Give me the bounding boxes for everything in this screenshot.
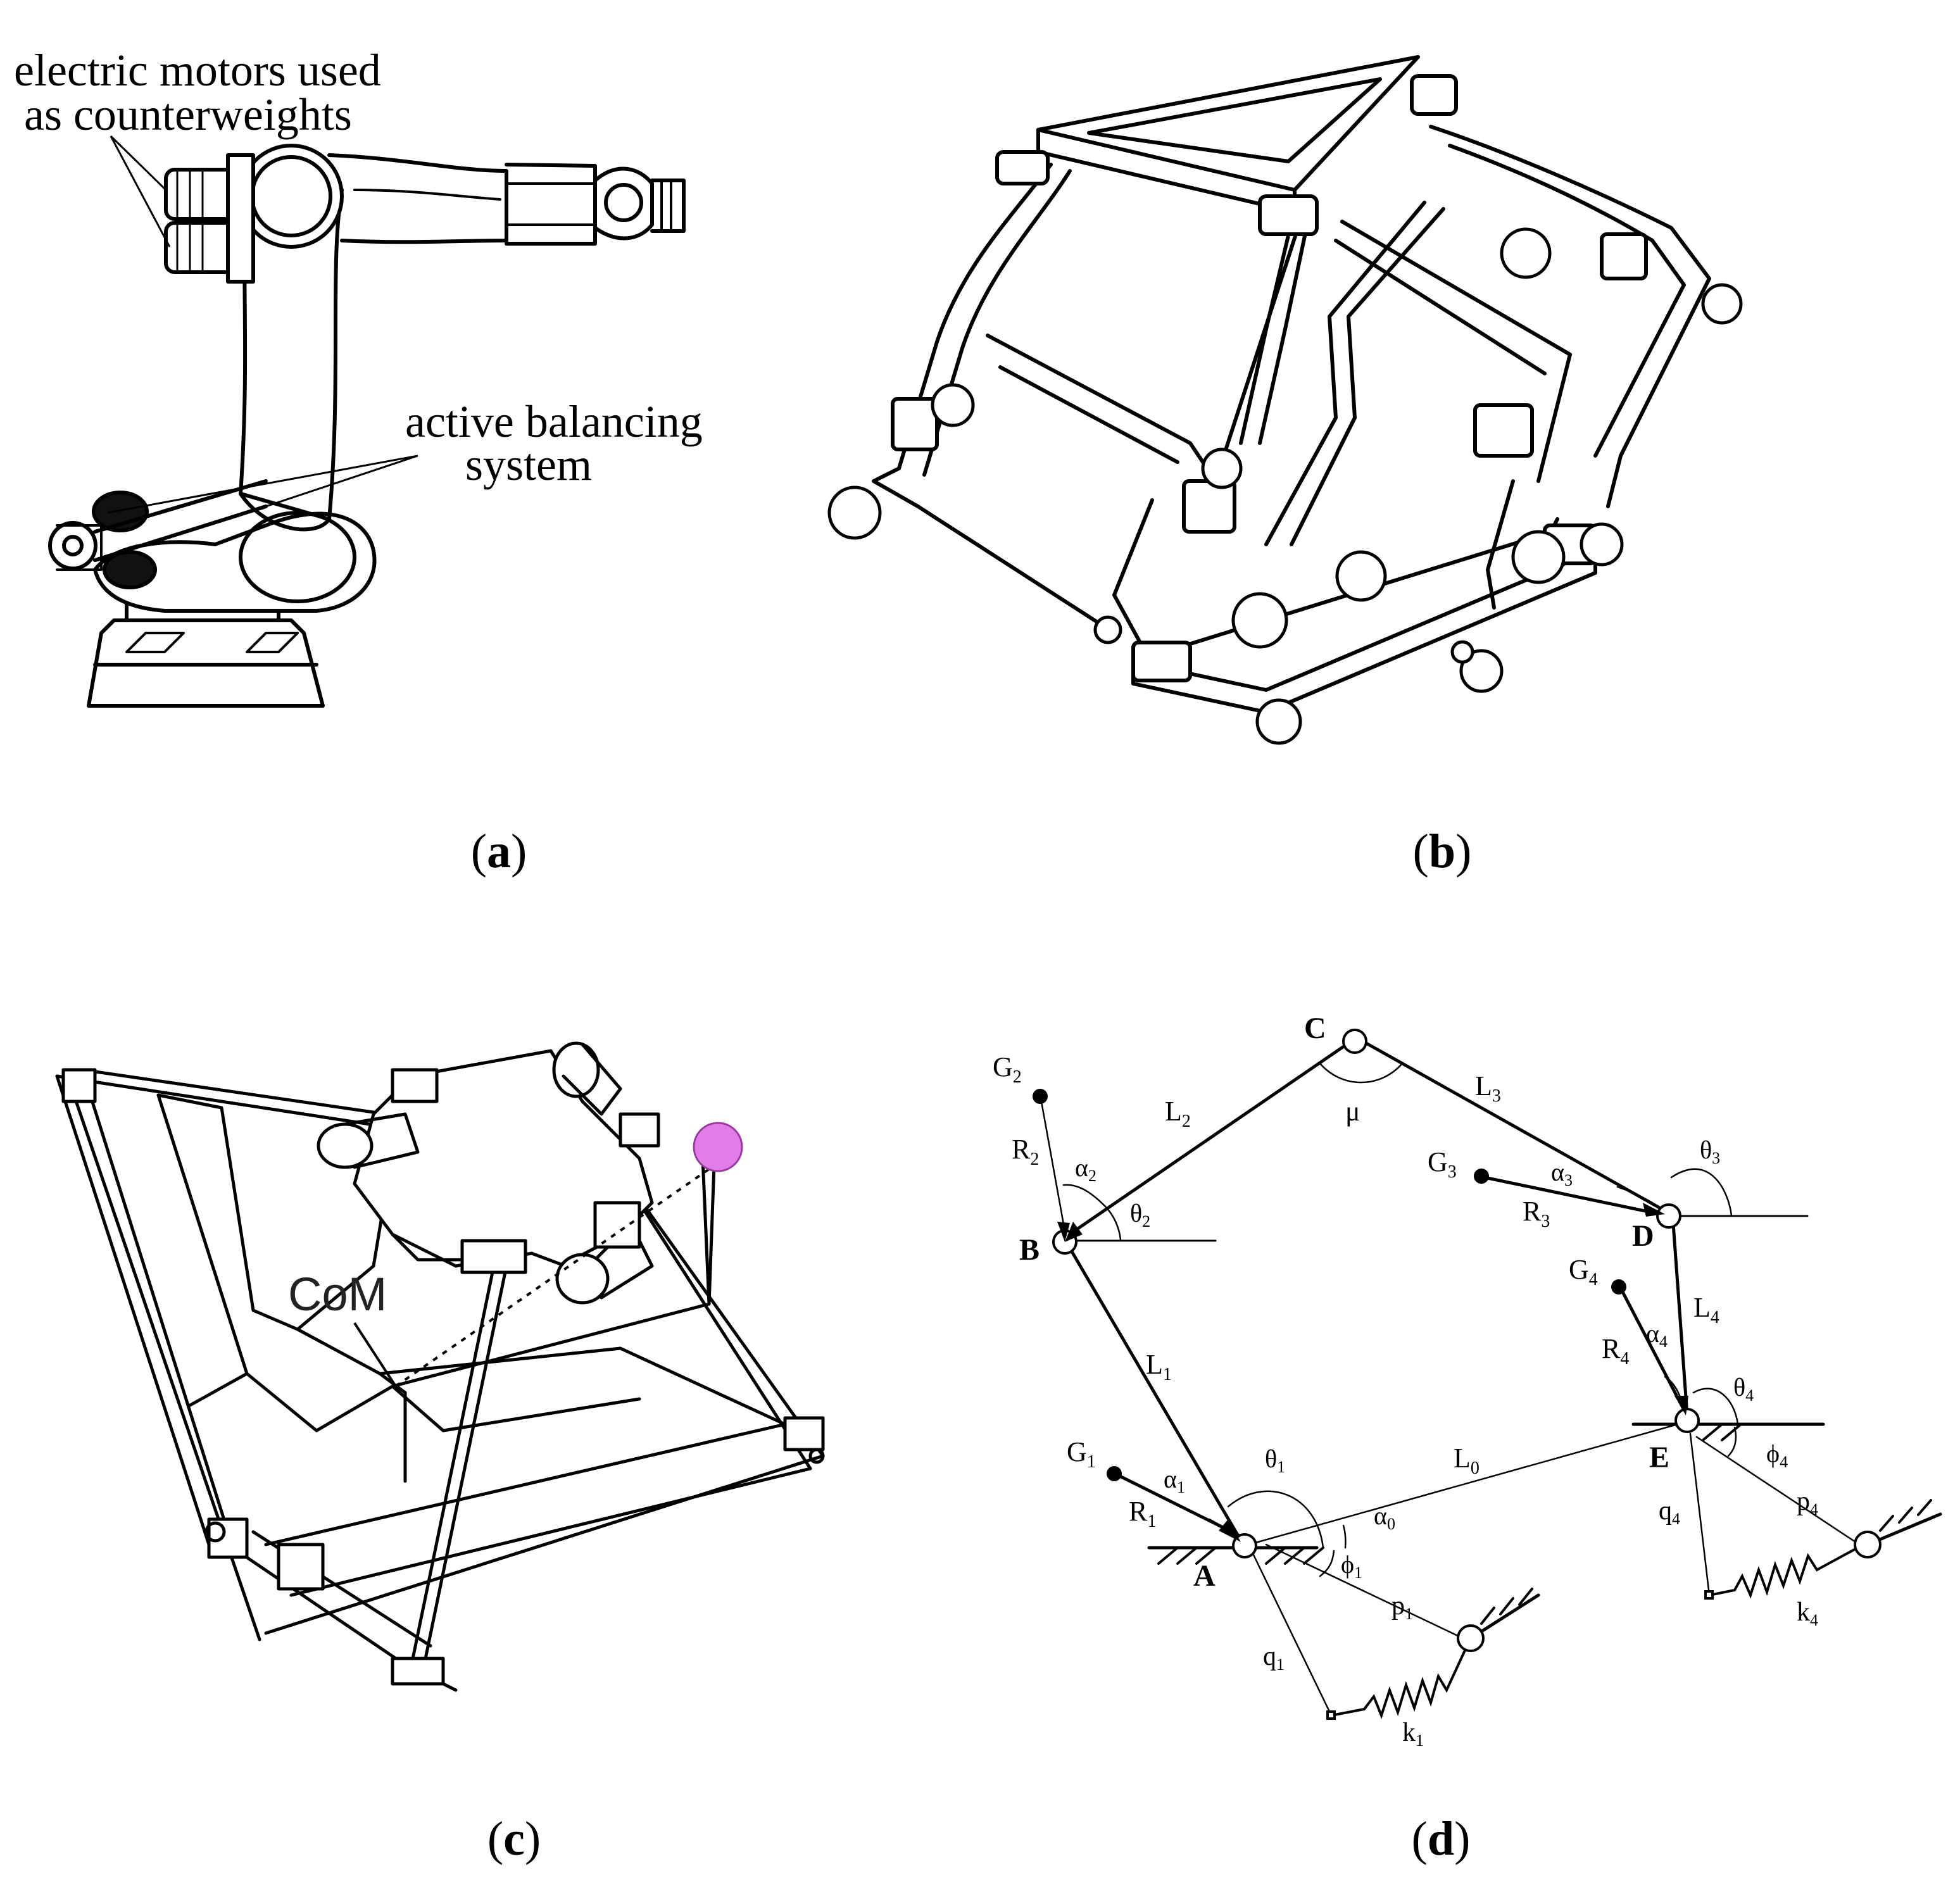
link-label-l2: L2 [1165, 1096, 1191, 1131]
angle-label-theta2: θ2 [1130, 1199, 1150, 1231]
point-label-c: C [1304, 1012, 1326, 1045]
point-label-a: A [1193, 1559, 1216, 1593]
point-label-e: E [1649, 1441, 1669, 1474]
angle-label-phi1: ϕ1 [1341, 1550, 1362, 1582]
radius-label-r4: R4 [1602, 1333, 1629, 1369]
panel-captions: (a) (b) (c) (d) [471, 825, 1472, 1865]
com-label: CoM [288, 1268, 387, 1320]
callout-balancing-line1: active balancing [405, 396, 703, 447]
mass-label-g4: G4 [1569, 1254, 1598, 1289]
radius-label-r2: R2 [1012, 1134, 1039, 1169]
spring-label-k4: k4 [1797, 1598, 1818, 1629]
caption-c: (c) [487, 1812, 541, 1865]
panel-a-robot-drawing [48, 144, 686, 708]
angle-label-theta1: θ1 [1265, 1445, 1285, 1476]
spring-label-q4: q4 [1659, 1496, 1680, 1528]
mass-g1-dot [1107, 1466, 1122, 1481]
link-label-l0: L0 [1454, 1443, 1479, 1478]
callout-motors-line1: electric motors used [14, 45, 381, 96]
angle-label-alpha1: α1 [1164, 1465, 1185, 1496]
com-marker [693, 1122, 743, 1172]
mass-label-g1: G1 [1067, 1436, 1096, 1472]
radius-label-r1: R1 [1129, 1496, 1156, 1531]
caption-d: (d) [1412, 1812, 1471, 1865]
angle-label-mu: μ [1345, 1096, 1360, 1127]
caption-b: (b) [1413, 825, 1472, 878]
spring-label-k1: k1 [1402, 1718, 1424, 1750]
link-label-l4: L4 [1693, 1292, 1719, 1327]
joint-e-pin [1674, 1408, 1700, 1433]
caption-a: (a) [471, 825, 527, 878]
link-label-l3: L3 [1475, 1070, 1501, 1106]
panel-b-ball-joints [827, 227, 1743, 745]
mass-g2-dot [1033, 1089, 1048, 1104]
joint-c-pin [1342, 1029, 1367, 1054]
panel-d-joints [1052, 1029, 1881, 1720]
spring-anchor-1 [1457, 1624, 1485, 1652]
spring-label-p4: p4 [1797, 1487, 1818, 1519]
panel-d-arrowheads [1057, 1203, 1688, 1542]
mass-label-g3: G3 [1428, 1146, 1457, 1182]
panel-c-mechanism-drawing [55, 1041, 825, 1692]
panel-a-leader-lines [107, 135, 418, 527]
panel-d-labels: A B C D E L0 L1 L2 L3 L4 G1 G2 G3 G4 R1 … [993, 1012, 1818, 1750]
joint-d-pin [1656, 1203, 1681, 1229]
callout-motors-line2: as counterweights [24, 89, 352, 140]
spring-end-1 [1326, 1710, 1336, 1720]
point-label-d: D [1632, 1219, 1654, 1253]
panel-b-mechanism-drawing [872, 55, 1711, 714]
mass-g4-dot [1611, 1279, 1626, 1295]
panel-c-com-leader [353, 1163, 717, 1388]
spring-anchor-4 [1854, 1531, 1881, 1558]
angle-label-alpha4: α4 [1646, 1319, 1668, 1351]
angle-label-phi4: ϕ4 [1766, 1439, 1788, 1471]
angle-label-alpha0: α0 [1374, 1501, 1395, 1533]
spring-label-q1: q1 [1263, 1642, 1285, 1674]
point-label-b: B [1019, 1233, 1040, 1267]
mass-label-g2: G2 [993, 1051, 1022, 1087]
angle-label-theta3: θ3 [1700, 1136, 1720, 1167]
angle-label-alpha2: α2 [1075, 1153, 1096, 1185]
angle-label-theta4: θ4 [1733, 1373, 1754, 1405]
callout-balancing-line2: system [465, 439, 592, 490]
spring-label-p1: p1 [1391, 1591, 1413, 1623]
panel-d-mass-points [1033, 1089, 1626, 1481]
radius-label-r3: R3 [1523, 1196, 1550, 1231]
link-label-l1: L1 [1146, 1349, 1172, 1384]
angle-label-alpha3: α3 [1551, 1158, 1573, 1189]
spring-end-4 [1704, 1590, 1714, 1600]
mass-g3-dot [1474, 1169, 1489, 1184]
